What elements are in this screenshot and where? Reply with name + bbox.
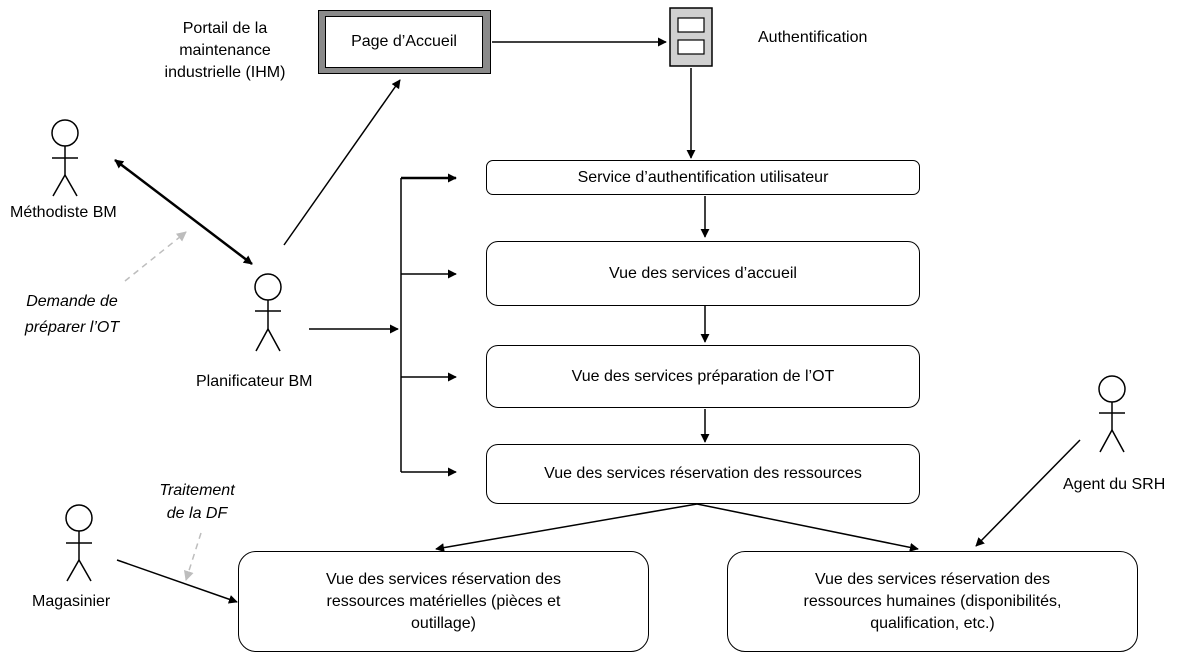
annotation-demande-line-1: Demande de — [26, 293, 118, 310]
portal-caption-line-2: maintenance — [179, 42, 271, 59]
page-accueil-label: Page d’Accueil — [351, 33, 457, 50]
arrow-agent-to-humaines — [975, 439, 1081, 547]
arrow-methodiste-planificateur — [114, 159, 253, 265]
annotation-demande-line-2: préparer l’OT — [24, 319, 120, 336]
page-accueil-button[interactable]: Page d’Accueil — [325, 16, 483, 68]
service-authentification-label: Service d’authentification utilisateur — [577, 168, 829, 186]
vue-humaines-line-2: ressources humaines (disponibilités, — [803, 592, 1062, 610]
vue-materielles-line-3: outillage) — [411, 614, 476, 632]
actor-planificateur-label: Planificateur BM — [196, 373, 313, 390]
vue-materielles-line-1: Vue des services réservation des — [325, 570, 562, 588]
arrow-planificateur-to-portal — [283, 79, 401, 246]
vue-preparation-label: Vue des services préparation de l’OT — [571, 367, 835, 385]
actor-methodiste-icon — [51, 119, 79, 197]
portal-frame: Page d’Accueil — [318, 10, 491, 74]
authentification-label: Authentification — [758, 29, 868, 46]
annotation-demande: Demande de préparer l’OT — [12, 289, 132, 341]
vue-humaines-text: Vue des services réservation des ressour… — [804, 569, 1062, 635]
arrow-reservation-to-humaines — [696, 503, 919, 552]
authentification-icon — [669, 7, 713, 67]
vue-reservation-label: Vue des services réservation des ressour… — [544, 465, 862, 482]
vue-materielles-line-2: ressources matérielles (pièces et — [326, 592, 561, 610]
service-authentification-box[interactable]: Service d’authentification utilisateur — [486, 160, 920, 195]
actor-agent-srh-icon — [1098, 375, 1126, 453]
actor-magasinier-icon — [65, 504, 93, 582]
vue-humaines-box[interactable]: Vue des services réservation des ressour… — [727, 551, 1138, 652]
vue-humaines-line-3: qualification, etc.) — [870, 614, 995, 632]
vue-preparation-box[interactable]: Vue des services préparation de l’OT — [486, 345, 920, 408]
actor-agent-srh-label: Agent du SRH — [1063, 476, 1166, 493]
annotation-traitement-line-1: Traitement — [159, 482, 235, 499]
portal-caption: Portail de la maintenance industrielle (… — [150, 18, 300, 84]
arrow-traitement-dashed — [183, 532, 202, 581]
portal-caption-line-1: Portail de la — [182, 20, 268, 37]
annotation-traitement: Traitement de la DF — [142, 479, 252, 525]
portal-caption-line-3: industrielle (IHM) — [164, 64, 286, 81]
vue-reservation-box[interactable]: Vue des services réservation des ressour… — [486, 444, 920, 504]
vue-accueil-box[interactable]: Vue des services d’accueil — [486, 241, 920, 306]
arrow-reservation-to-materielles — [435, 503, 698, 553]
vue-humaines-line-1: Vue des services réservation des — [814, 570, 1051, 588]
vue-materielles-text: Vue des services réservation des ressour… — [326, 569, 561, 635]
actor-methodiste-label: Méthodiste BM — [10, 204, 117, 221]
actor-magasinier-label: Magasinier — [32, 593, 111, 610]
annotation-traitement-line-2: de la DF — [166, 505, 228, 522]
vue-accueil-label: Vue des services d’accueil — [609, 264, 797, 282]
arrow-demande-dashed — [124, 231, 187, 282]
arrow-magasinier-to-materielles — [116, 559, 238, 604]
actor-planificateur-icon — [254, 273, 282, 352]
vue-materielles-box[interactable]: Vue des services réservation des ressour… — [238, 551, 649, 652]
